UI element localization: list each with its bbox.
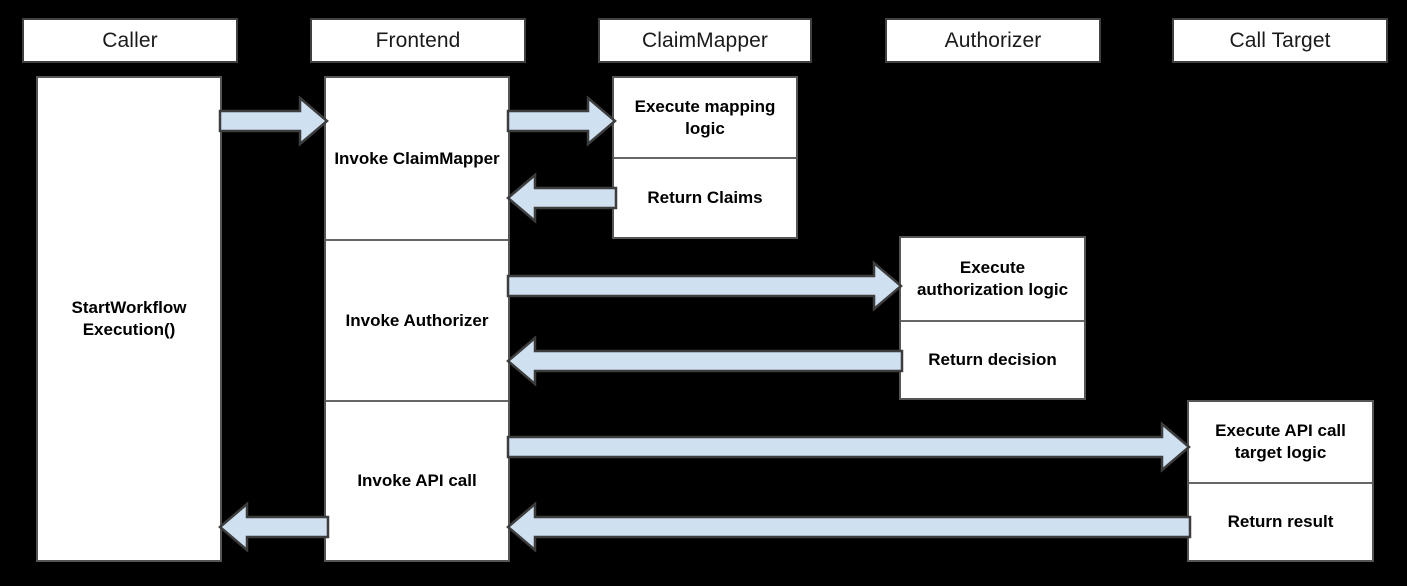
activation-claimmapper[interactable]: Execute mapping logic Return Claims [612, 76, 798, 239]
lifeline-header-authorizer[interactable]: Authorizer [885, 18, 1101, 63]
message-arrow-frontend-to-authorizer[interactable] [506, 260, 903, 312]
activation-authorizer-segment-1: Return decision [901, 320, 1084, 398]
activation-caller-segment-0: StartWorkflow Execution() [38, 78, 220, 560]
activation-frontend-segment-0: Invoke ClaimMapper [326, 78, 508, 239]
activation-authorizer-segment-0: Execute authorization logic [901, 238, 1084, 320]
lifeline-header-claimmapper-label: ClaimMapper [642, 28, 768, 52]
message-arrow-frontend-to-caller[interactable] [218, 501, 330, 553]
activation-authorizer[interactable]: Execute authorization logic Return decis… [899, 236, 1086, 400]
lifeline-header-authorizer-label: Authorizer [944, 28, 1042, 52]
message-arrow-claimmapper-to-frontend[interactable] [506, 172, 618, 224]
lifeline-header-frontend[interactable]: Frontend [310, 18, 526, 63]
message-arrow-authorizer-to-frontend[interactable] [506, 335, 904, 387]
message-arrow-frontend-to-calltarget[interactable] [506, 421, 1191, 473]
message-arrow-caller-to-frontend[interactable] [218, 95, 329, 147]
lifeline-header-calltarget-label: Call Target [1229, 28, 1331, 52]
activation-frontend-segment-1: Invoke Authorizer [326, 239, 508, 400]
lifeline-header-calltarget[interactable]: Call Target [1172, 18, 1388, 63]
activation-frontend-segment-2: Invoke API call [326, 400, 508, 560]
lifeline-header-caller-label: Caller [102, 28, 158, 52]
activation-claimmapper-segment-1: Return Claims [614, 157, 796, 237]
lifeline-header-claimmapper[interactable]: ClaimMapper [598, 18, 812, 63]
message-arrow-frontend-to-claimmapper[interactable] [506, 95, 617, 147]
activation-calltarget-segment-0: Execute API call target logic [1189, 402, 1372, 482]
activation-claimmapper-segment-0: Execute mapping logic [614, 78, 796, 157]
activation-calltarget-segment-1: Return result [1189, 482, 1372, 560]
activation-caller[interactable]: StartWorkflow Execution() [36, 76, 222, 562]
message-arrow-calltarget-to-frontend[interactable] [506, 501, 1192, 553]
activation-frontend[interactable]: Invoke ClaimMapper Invoke Authorizer Inv… [324, 76, 510, 562]
activation-calltarget[interactable]: Execute API call target logic Return res… [1187, 400, 1374, 562]
lifeline-header-frontend-label: Frontend [375, 28, 461, 52]
lifeline-header-caller[interactable]: Caller [22, 18, 238, 63]
